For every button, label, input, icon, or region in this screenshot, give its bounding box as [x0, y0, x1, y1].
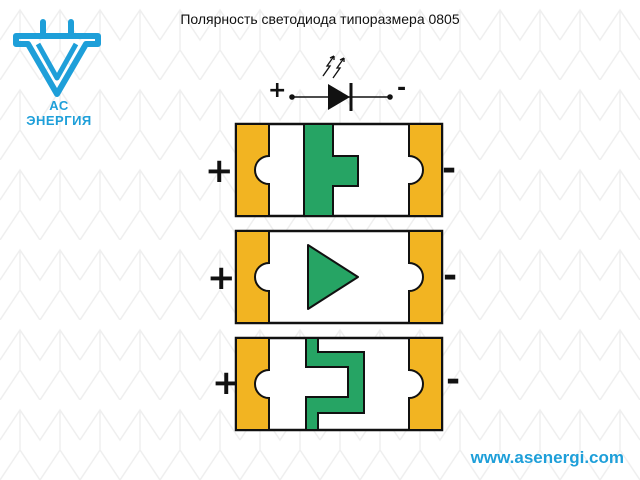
package-2-plus-sign: +	[207, 258, 236, 298]
polarity-marking-triangle	[307, 244, 359, 310]
website-link[interactable]: www.asenergi.com	[470, 448, 624, 467]
led-diode-symbol-icon	[289, 55, 393, 111]
package-1-plus-sign: +	[205, 151, 234, 191]
package-3-plus-sign: +	[212, 363, 241, 403]
led-package-3	[234, 336, 444, 432]
cathode-pad	[408, 123, 443, 217]
anode-pad	[235, 230, 270, 324]
brand-name: АС ЭНЕРГИЯ	[26, 98, 92, 128]
led-package-1	[234, 122, 444, 218]
cathode-pad	[408, 337, 443, 431]
package-1-minus-sign: -	[442, 149, 457, 189]
page-title: Полярность светодиода типоразмера 0805	[180, 11, 460, 27]
cathode-pad	[408, 230, 443, 324]
as-energy-logo-icon	[13, 19, 101, 97]
polarity-marking-t-shape	[303, 123, 359, 217]
symbol-plus-sign: +	[268, 78, 287, 103]
anode-pad	[235, 337, 270, 431]
anode-pad	[235, 123, 270, 217]
polarity-marking-step	[305, 337, 365, 431]
package-3-minus-sign: -	[446, 360, 461, 400]
light-emission-arrows-icon	[322, 55, 345, 79]
package-2-minus-sign: -	[443, 256, 458, 296]
led-package-2	[234, 229, 444, 325]
symbol-minus-sign: -	[397, 76, 407, 101]
